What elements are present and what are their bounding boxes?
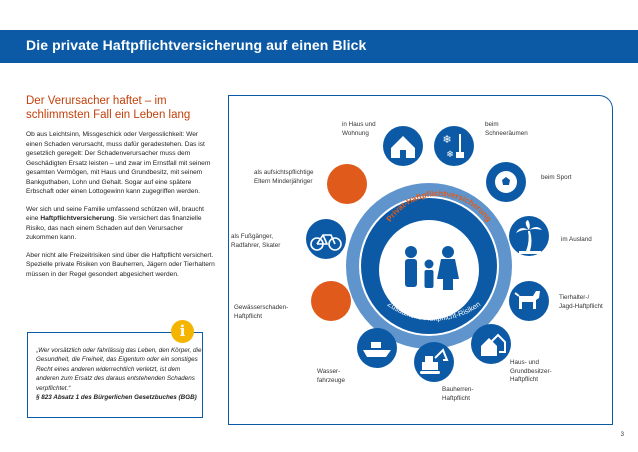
- label-bauherren: Bauherren-Haftpflicht: [442, 386, 474, 402]
- law-quote: „Wer vorsätzlich oder fahrlässig das Leb…: [36, 346, 202, 402]
- label-tier: Tierhalter-/Jagd-Haftpflicht: [559, 294, 603, 310]
- snowflake-shovel-icon: ❄ ❄: [434, 126, 474, 166]
- soccer-ball-icon: [486, 162, 526, 202]
- label-fuss: als Fußgänger,Radfahrer, Skater: [231, 233, 281, 249]
- dog-icon: [509, 281, 549, 321]
- section-title-line-2: schlimmsten Fall ein Leben lang: [26, 108, 191, 121]
- left-column: Der Verursacher haftet – im schlimmsten …: [26, 95, 216, 279]
- family-icon: [405, 246, 459, 290]
- section-title-line-1: Der Verursacher haftet – im: [26, 95, 167, 107]
- label-wasser: Wasser-fahrzeuge: [317, 368, 346, 384]
- coverage-diagram-graphic: Privat-Haftpflichtversicherung Zusätzlic…: [306, 126, 549, 382]
- page-title: Die private Haftpflichtversicherung auf …: [26, 37, 367, 53]
- paragraph-2-bold: Haftpflichtversicherung: [40, 215, 115, 222]
- svg-text:❄: ❄: [446, 150, 454, 160]
- section-title: Der Verursacher haftet – im schlimmsten …: [26, 95, 216, 122]
- quote-box: [27, 332, 203, 418]
- excavator-icon: [414, 342, 454, 382]
- page-number: 3: [620, 432, 624, 438]
- house-icon: [383, 126, 423, 166]
- label-sport: beim Sport: [541, 174, 572, 181]
- svg-text:❄: ❄: [442, 133, 451, 146]
- header-banner: Die private Haftpflichtversicherung auf …: [0, 30, 638, 63]
- orange-marker-2: [311, 281, 351, 321]
- info-icon: i: [171, 320, 194, 343]
- paragraph-1: Ob aus Leichtsinn, Missgeschick oder Ver…: [26, 131, 211, 195]
- bicycle-icon: [306, 219, 346, 259]
- palm-tree-icon: [509, 216, 549, 256]
- paragraph-2: Wer sich und seine Familie umfassend sch…: [26, 205, 216, 243]
- houses-icon: [471, 324, 511, 364]
- orange-marker-1: [327, 164, 367, 204]
- paragraph-3: Aber nicht alle Freizeitrisiken sind übe…: [26, 251, 215, 278]
- paragraph-2-text-end: . Sie versichert das finanzielle Risiko,…: [26, 215, 202, 241]
- paragraph-2-text: Wer sich und seine Familie umfassend sch…: [26, 205, 204, 223]
- label-gewaesser: Gewässerschaden-Haftpflicht: [234, 304, 289, 320]
- coverage-diagram: Privat-Haftpflichtversicherung Zusätzlic…: [228, 95, 613, 425]
- law-quote-text: „Wer vorsätzlich oder fahrlässig das Leb…: [36, 347, 202, 392]
- label-ausland: im Ausland: [561, 236, 592, 243]
- boat-icon: [357, 328, 397, 368]
- law-quote-source: § 823 Absatz 1 des Bürgerlichen Gesetzbu…: [36, 394, 197, 402]
